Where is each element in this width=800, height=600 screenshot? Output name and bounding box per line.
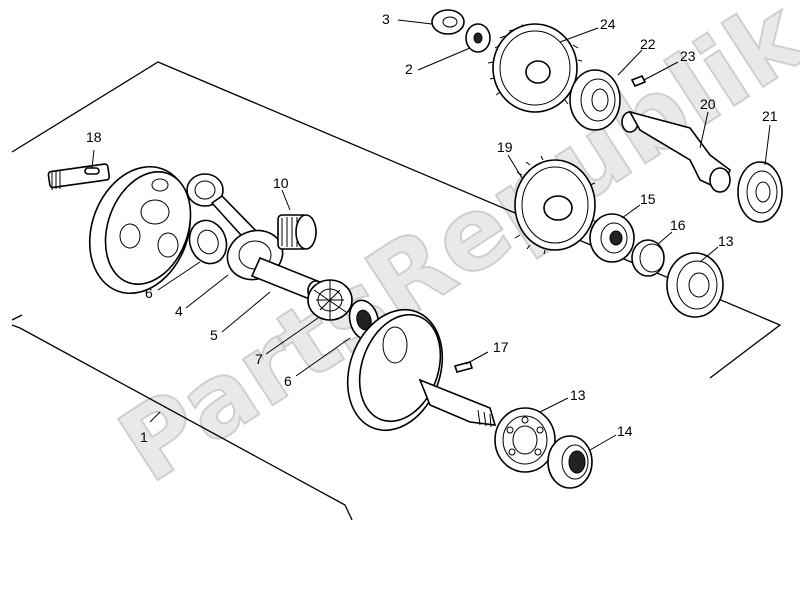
pin-18 [84,167,100,175]
thrust-washer-6-left [188,219,228,265]
callout-labels: 1 2 3 4 5 6 6 7 10 13 13 14 15 16 17 18 … [86,11,778,445]
callout-13a: 13 [718,233,734,249]
callout-4: 4 [175,303,183,319]
key-17 [453,361,474,373]
callout-17: 17 [493,339,509,355]
washer-2 [465,23,491,53]
needle-bearing-10 [277,214,317,250]
callout-3: 3 [382,11,390,27]
bearing-15 [589,213,635,263]
callout-10: 10 [273,175,289,191]
callout-19: 19 [497,139,513,155]
callout-16: 16 [670,217,686,233]
callout-5: 5 [210,327,218,343]
spacer-16 [631,239,665,277]
callout-15: 15 [640,191,656,207]
nut-3 [431,9,465,35]
callout-22: 22 [640,36,656,52]
assembly-frame-lower [11,314,353,521]
callout-24: 24 [600,16,616,32]
bearing-22 [569,69,621,131]
bearing-13-upper [666,252,724,318]
callout-13b: 13 [570,387,586,403]
assembly-frame-upper [11,61,782,379]
bearing-21 [737,161,783,223]
gear-24 [487,23,583,113]
bearing-13-lower [494,407,556,473]
callout-6a: 6 [145,285,153,301]
crankshaft-right-half [346,308,497,432]
needle-bearing-7 [307,279,353,321]
gear-19 [514,155,598,255]
callout-1: 1 [140,429,148,445]
callout-20: 20 [700,96,716,112]
callout-21: 21 [762,108,778,124]
balance-shaft-20 [621,110,731,193]
crankshaft-left-half [47,163,192,295]
callout-14: 14 [617,423,633,439]
callout-2: 2 [405,61,413,77]
callout-6b: 6 [284,373,292,389]
leader-lines [91,19,771,451]
callout-23: 23 [680,48,696,64]
callout-7: 7 [255,351,263,367]
key-23 [630,74,647,88]
callout-18: 18 [86,129,102,145]
oil-seal-14 [547,435,593,489]
